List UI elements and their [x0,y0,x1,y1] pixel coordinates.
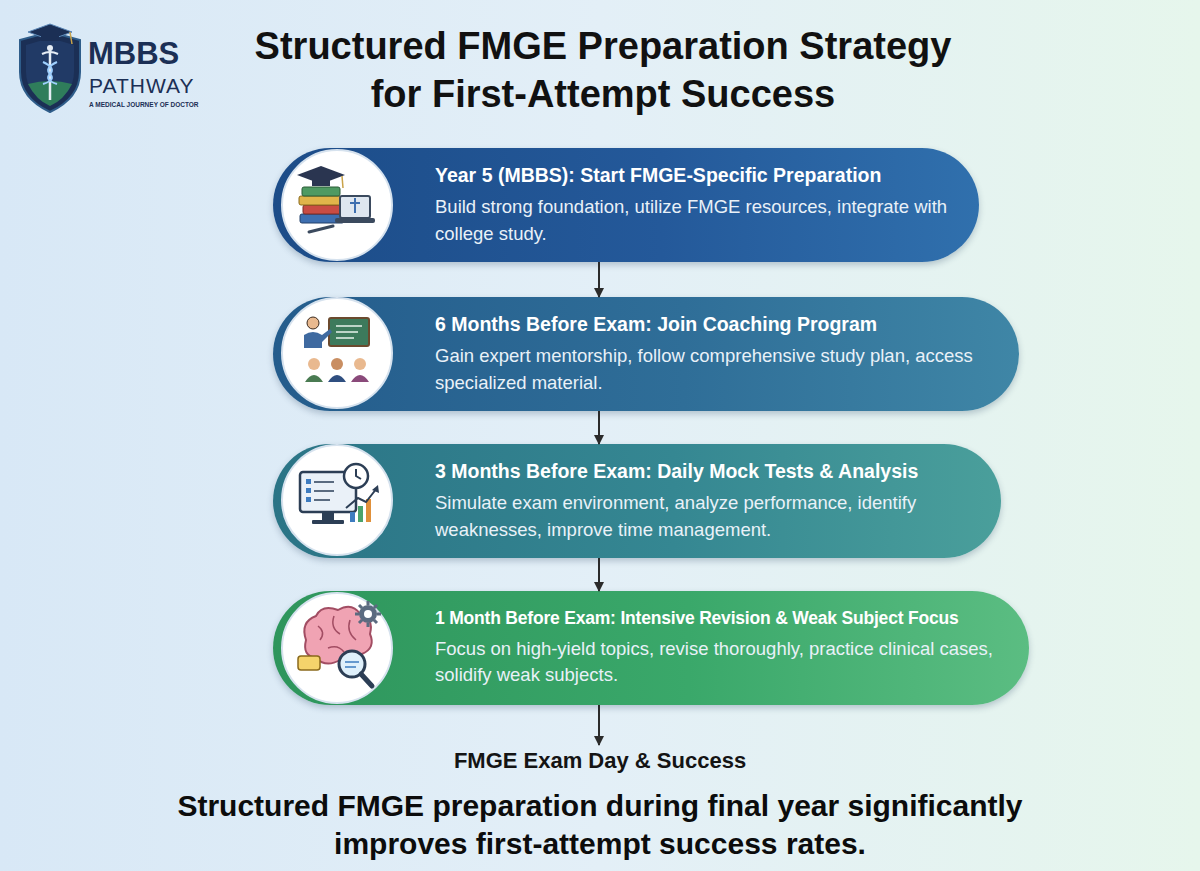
flow-arrow [598,705,600,745]
end-node: FMGE Exam Day & Success [405,745,795,777]
step-heading: 3 Months Before Exam: Daily Mock Tests &… [435,459,977,484]
step-heading: Year 5 (MBBS): Start FMGE-Specific Prepa… [435,163,955,188]
end-label: FMGE Exam Day & Success [454,748,746,774]
logo-text: A MEDICAL JOURNEY OF DOCTOR [89,101,199,108]
step-pill: Year 5 (MBBS): Start FMGE-Specific Prepa… [273,148,979,262]
step-pill: 1 Month Before Exam: Intensive Revision … [273,591,1029,705]
books-icon [282,150,392,260]
logo-text: PATHWAY [89,74,194,98]
flow-arrow [598,558,600,591]
step-pill: 6 Months Before Exam: Join Coaching Prog… [273,297,1019,411]
logo-text: MBBS [88,36,179,72]
flow-arrow [598,262,600,297]
teacher-icon [282,298,392,408]
step-description: Build strong foundation, utilize FMGE re… [435,194,955,247]
logo-mark [20,24,80,112]
mock-test-icon [282,445,392,555]
logo-shield [14,22,86,114]
flow-arrow [598,411,600,444]
diagram-title: Structured FMGE Preparation Strategy for… [238,22,968,118]
revision-icon [282,593,392,703]
step-description: Focus on high-yield topics, revise thoro… [435,636,1005,689]
step-heading: 6 Months Before Exam: Join Coaching Prog… [435,312,995,337]
step-description: Gain expert mentorship, follow comprehen… [435,343,995,396]
step-heading: 1 Month Before Exam: Intensive Revision … [435,607,1005,630]
diagram-caption: Structured FMGE preparation during final… [150,787,1050,863]
step-description: Simulate exam environment, analyze perfo… [435,490,977,543]
step-pill: 3 Months Before Exam: Daily Mock Tests &… [273,444,1001,558]
